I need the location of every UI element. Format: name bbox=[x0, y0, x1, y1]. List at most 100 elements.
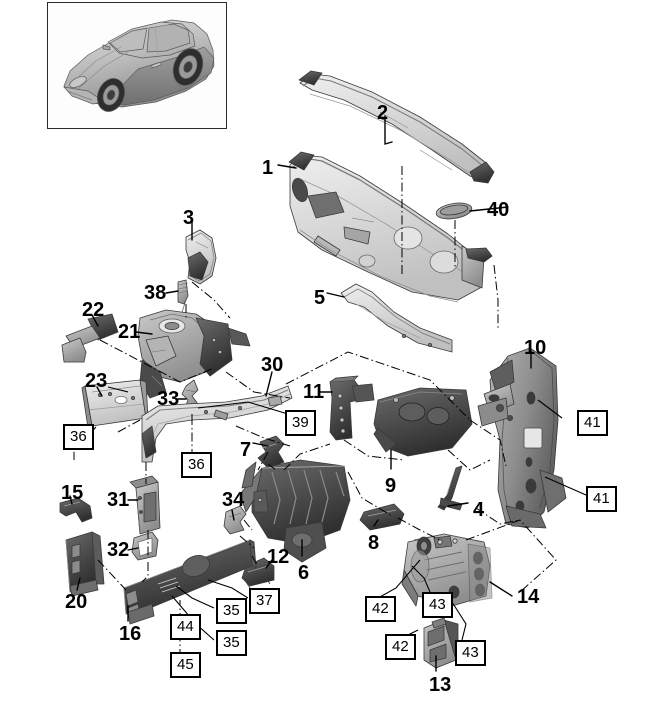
boxed-callout-42a[interactable]: 42 bbox=[365, 596, 396, 622]
leader-30 bbox=[265, 371, 273, 397]
ref-21-30 bbox=[225, 371, 291, 399]
part-flat-bracket bbox=[359, 503, 405, 531]
leader-5 bbox=[326, 292, 345, 298]
part-upper-rail bbox=[141, 385, 293, 463]
leader-23 bbox=[96, 386, 103, 397]
callout-9[interactable]: 9 bbox=[385, 475, 397, 497]
part-bulkhead-panel bbox=[288, 151, 493, 303]
callout-33[interactable]: 33 bbox=[157, 388, 180, 410]
ref-12-6 bbox=[251, 555, 259, 567]
pointer-39 bbox=[197, 401, 289, 415]
leader-4 bbox=[447, 502, 469, 507]
leader-40 bbox=[469, 206, 509, 212]
callout-2[interactable]: 2 bbox=[377, 102, 389, 124]
vehicle-thumbnail-box bbox=[47, 2, 227, 129]
boxed-callout-35a[interactable]: 35 bbox=[216, 598, 247, 624]
part-end-plate bbox=[65, 531, 105, 597]
pointer-41b bbox=[544, 476, 587, 496]
part-support-strut bbox=[437, 465, 463, 511]
leader-34 bbox=[231, 509, 235, 521]
pointer-42a bbox=[377, 559, 421, 599]
boxed-callout-42b[interactable]: 42 bbox=[385, 634, 416, 660]
leader-21 bbox=[135, 331, 153, 335]
boxed-callout-36a[interactable]: 36 bbox=[63, 424, 94, 450]
ref-14-net bbox=[465, 519, 557, 593]
ref-3-21 bbox=[191, 281, 231, 319]
callout-7[interactable]: 7 bbox=[240, 439, 252, 461]
callout-20[interactable]: 20 bbox=[65, 591, 88, 613]
part-gusset-plate bbox=[61, 313, 119, 363]
ref-6-11 bbox=[283, 443, 331, 471]
boxed-callout-37[interactable]: 37 bbox=[249, 588, 280, 614]
boxed-callout-43b[interactable]: 43 bbox=[455, 640, 486, 666]
vehicle-illustration bbox=[63, 19, 215, 112]
boxed-callout-41a[interactable]: 41 bbox=[577, 410, 608, 436]
boxed-callout-39[interactable]: 39 bbox=[285, 410, 316, 436]
callout-15[interactable]: 15 bbox=[61, 482, 84, 504]
boxed-callout-41b[interactable]: 41 bbox=[586, 486, 617, 512]
part-wheelhouse-assembly bbox=[137, 299, 251, 399]
ref-axis-1-10 bbox=[493, 264, 499, 330]
pointer-41a bbox=[537, 399, 563, 419]
callout-30[interactable]: 30 bbox=[261, 354, 284, 376]
callout-23[interactable]: 23 bbox=[85, 370, 108, 392]
pointer-43b bbox=[451, 601, 467, 641]
callout-22[interactable]: 22 bbox=[82, 299, 105, 321]
part-closing-plate bbox=[129, 475, 161, 535]
callout-40[interactable]: 40 bbox=[487, 199, 510, 221]
ref-7-6 bbox=[267, 463, 277, 471]
callout-5[interactable]: 5 bbox=[314, 287, 326, 309]
part-small-bracket bbox=[257, 435, 285, 469]
ref-4-10 bbox=[475, 507, 521, 525]
part-inner-wheelhouse-panel bbox=[373, 387, 473, 457]
pointer-37 bbox=[207, 579, 249, 599]
callout-34[interactable]: 34 bbox=[222, 489, 245, 511]
boxed-callout-43a[interactable]: 43 bbox=[422, 592, 453, 618]
leader-20 bbox=[76, 577, 81, 591]
callout-16[interactable]: 16 bbox=[119, 623, 142, 645]
leader-38 bbox=[165, 290, 179, 294]
ref-20-16 bbox=[97, 559, 127, 591]
callout-12[interactable]: 12 bbox=[267, 546, 290, 568]
ref-9-8 bbox=[347, 471, 393, 517]
boxed-callout-35b[interactable]: 35 bbox=[216, 630, 247, 656]
ref-9-4 bbox=[447, 449, 491, 471]
boxed-callout-36b[interactable]: 36 bbox=[181, 452, 212, 478]
ref-36a bbox=[73, 426, 97, 460]
ref-11-9 bbox=[343, 439, 405, 461]
callout-8[interactable]: 8 bbox=[368, 532, 380, 554]
leader-32 bbox=[127, 547, 139, 551]
leader-1 bbox=[277, 164, 297, 169]
pointer-43a bbox=[411, 565, 431, 593]
ref-34-12 bbox=[239, 535, 255, 549]
ref-22-21 bbox=[99, 339, 215, 383]
callout-11[interactable]: 11 bbox=[303, 381, 325, 403]
callout-4[interactable]: 4 bbox=[473, 499, 485, 521]
callout-10[interactable]: 10 bbox=[524, 337, 547, 359]
leader-14 bbox=[489, 581, 513, 597]
leader-8 bbox=[373, 519, 379, 527]
boxed-callout-45[interactable]: 45 bbox=[170, 652, 201, 678]
callout-31[interactable]: 31 bbox=[107, 489, 130, 511]
leader-12 bbox=[265, 559, 273, 569]
boxed-callout-44[interactable]: 44 bbox=[170, 614, 201, 640]
pointer-35a bbox=[175, 585, 215, 609]
leader-7 bbox=[252, 442, 269, 447]
ref-net-10 bbox=[469, 419, 507, 467]
part-side-member-reinforcement bbox=[401, 533, 493, 607]
callout-21[interactable]: 21 bbox=[118, 321, 141, 343]
callout-3[interactable]: 3 bbox=[183, 207, 195, 229]
callout-32[interactable]: 32 bbox=[107, 539, 130, 561]
callout-6[interactable]: 6 bbox=[298, 562, 310, 584]
leader-15 bbox=[69, 495, 73, 505]
callout-14[interactable]: 14 bbox=[517, 586, 540, 608]
callout-13[interactable]: 13 bbox=[429, 674, 452, 696]
part-lower-bulkhead-reinforcement bbox=[340, 283, 453, 353]
callout-38[interactable]: 38 bbox=[144, 282, 167, 304]
callout-1[interactable]: 1 bbox=[262, 157, 274, 179]
ref-34-6 bbox=[243, 519, 253, 531]
leader-22 bbox=[91, 314, 99, 327]
